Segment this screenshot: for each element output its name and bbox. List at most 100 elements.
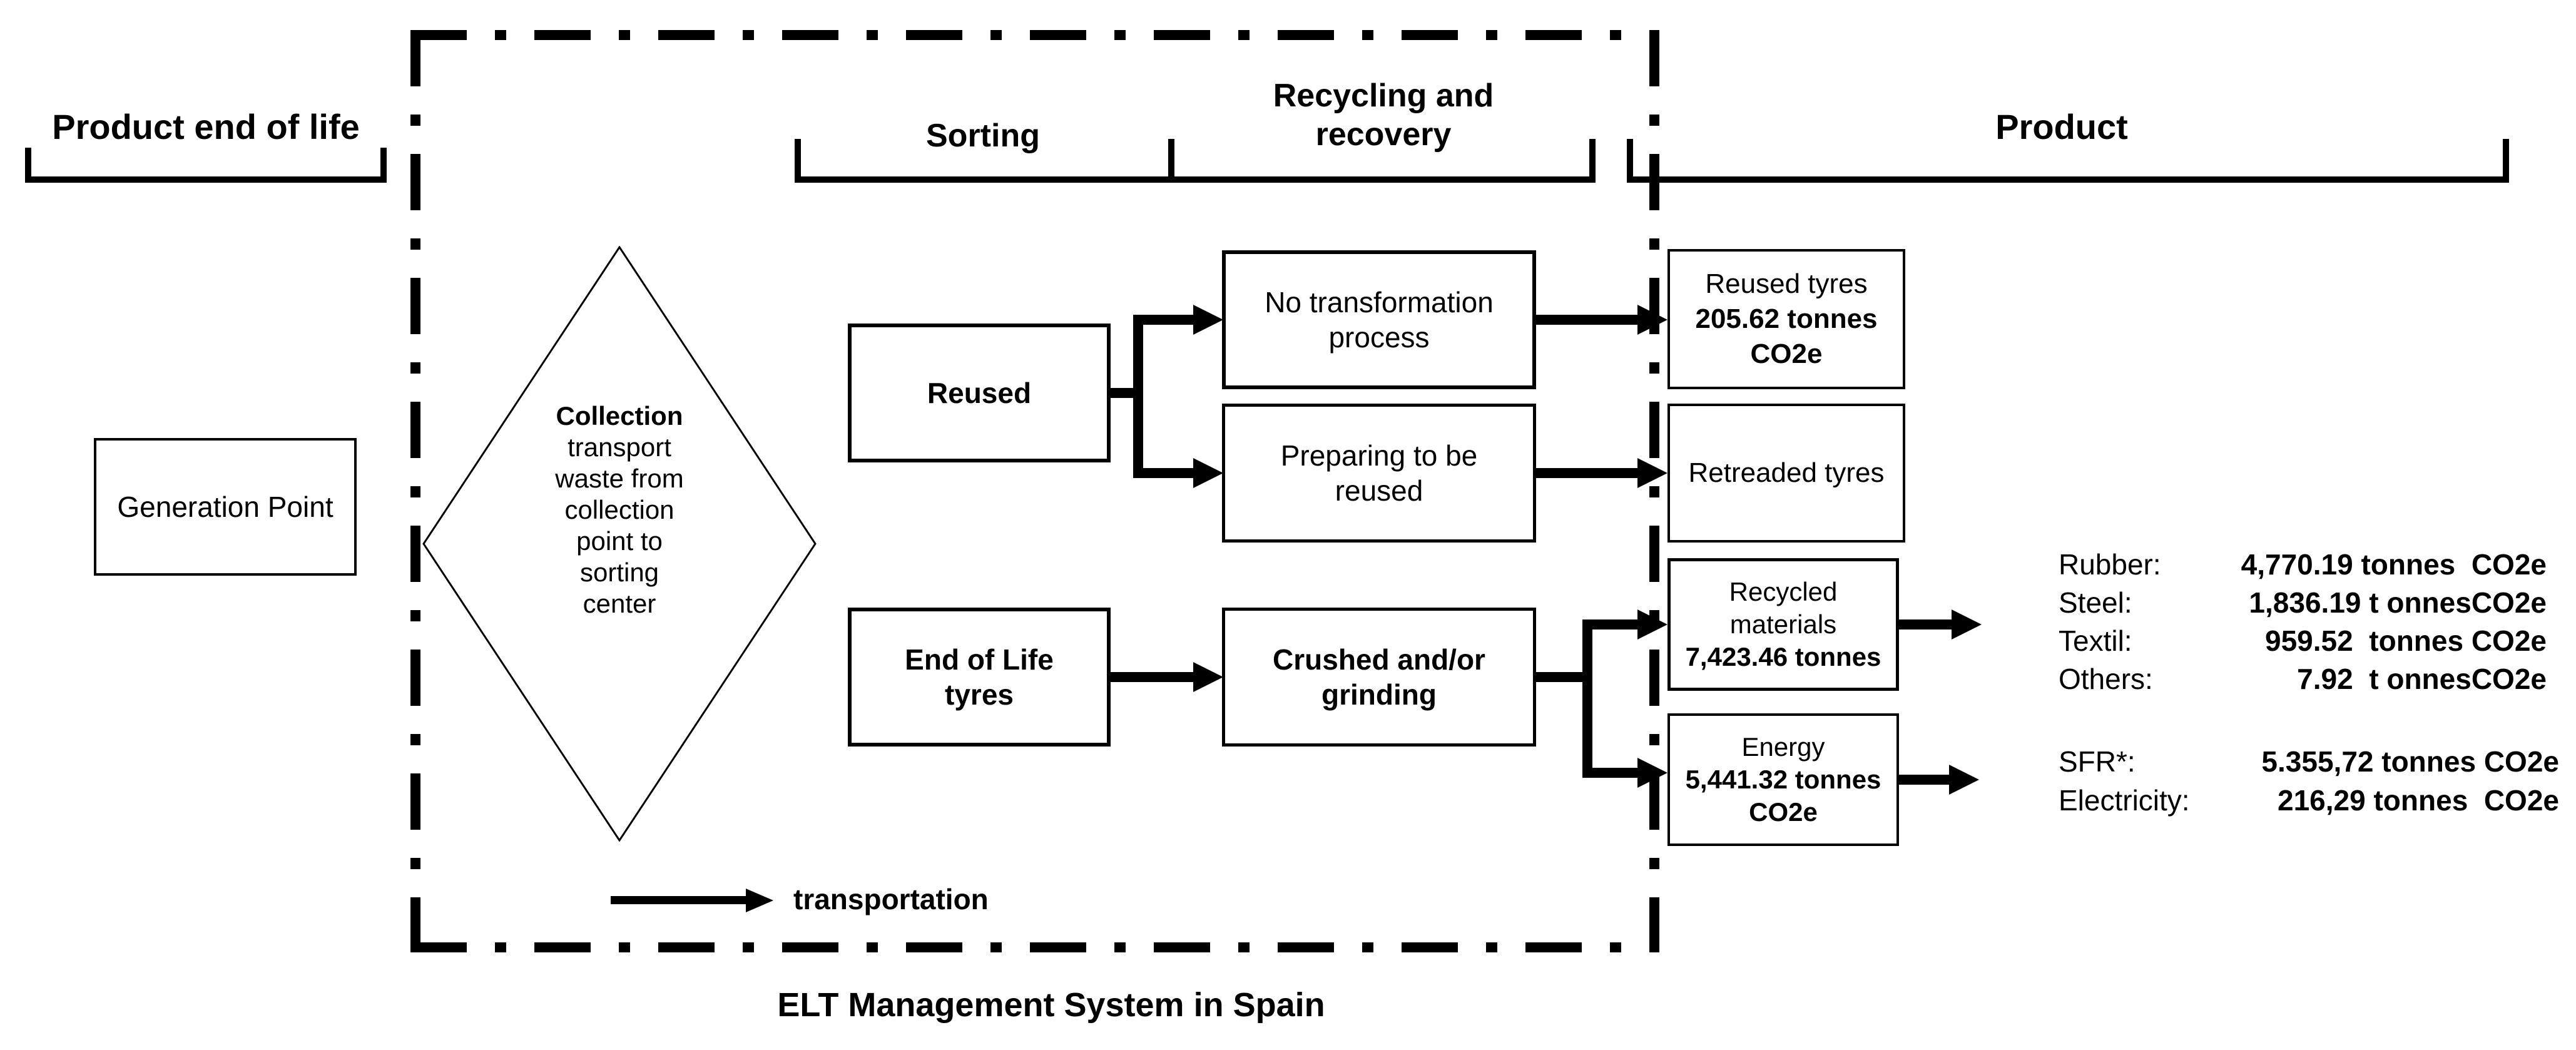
collection-line: waste from (555, 464, 684, 493)
material-label: Others: (2059, 663, 2153, 695)
arrowhead-to-energy (1637, 758, 1667, 788)
arrow-to-no-transformation (1133, 315, 1193, 325)
end-of-life-line1: End of Life (905, 643, 1054, 676)
arrowhead-to-preparing (1193, 458, 1223, 488)
boundary-left (410, 30, 420, 952)
header-sorting: Sorting (926, 118, 1040, 154)
retreaded-tyres-label: Retreaded tyres (1688, 457, 1885, 488)
list-item: SFR*: 5.355,72 tonnes CO2e (2059, 742, 2559, 781)
no-transformation-line1: No transformation (1265, 286, 1494, 319)
end-of-life-tyres-box: End of Life tyres (848, 608, 1111, 747)
crushed-grinding-box: Crushed and/or grinding (1222, 608, 1536, 747)
energy-box: Energy 5,441.32 tonnes CO2e (1667, 713, 1899, 846)
collection-title: Collection (556, 401, 683, 431)
boundary-top (410, 30, 1659, 40)
arrowhead-recycled-to-list (1952, 609, 1982, 640)
arrow-eol-to-crushed (1111, 672, 1193, 682)
collection-diamond-shape (422, 246, 817, 842)
reused-tyres-box: Reused tyres 205.62 tonnes CO2e (1667, 249, 1905, 389)
bracket-tick (1589, 139, 1596, 176)
recycled-materials-box: Recycled materials 7,423.46 tonnes (1667, 558, 1899, 691)
arrowhead-to-recycled (1637, 609, 1667, 640)
legend-transportation-label: transportation (793, 883, 989, 915)
energy-output-value: 5.355,72 tonnes CO2e (2261, 745, 2559, 778)
arrow-energy-to-list (1899, 775, 1949, 785)
bracket-tick (25, 148, 31, 176)
material-label: Rubber: (2059, 548, 2161, 581)
list-item: Steel: 1,836.19 t onnesCO2e (2059, 584, 2547, 622)
arrow-to-recycled (1582, 619, 1639, 629)
material-value: 4,770.19 tonnes CO2e (2241, 548, 2547, 581)
arrow-reused-stub (1111, 388, 1138, 398)
crushed-line2: grinding (1321, 678, 1437, 711)
preparing-to-be-reused-box: Preparing to be reused (1222, 404, 1536, 543)
material-value: 1,836.19 t onnesCO2e (2249, 586, 2547, 619)
arrowhead-to-no-transformation (1193, 305, 1223, 335)
header-recycling-line2: recovery (1315, 116, 1452, 153)
energy-emissions-list: SFR*: 5.355,72 tonnes CO2e Electricity: … (2059, 742, 2559, 820)
energy-output-label: SFR*: (2059, 745, 2136, 778)
collection-line: point to (576, 526, 663, 556)
reused-tyres-value-line1: 205.62 tonnes (1695, 303, 1878, 334)
diagram-caption: ELT Management System in Spain (777, 986, 1325, 1024)
arrow-to-retreaded-tyres (1536, 468, 1637, 478)
retreaded-tyres-box: Retreaded tyres (1667, 404, 1905, 543)
list-item: Rubber: 4,770.19 tonnes CO2e (2059, 546, 2547, 584)
energy-value-line1: 5,441.32 tonnes (1685, 765, 1881, 794)
energy-label: Energy (1741, 732, 1825, 762)
reused-tyres-label: Reused tyres (1705, 268, 1868, 299)
recycled-value: 7,423.46 tonnes (1685, 642, 1881, 671)
material-value: 959.52 tonnes CO2e (2265, 624, 2547, 657)
bracket-divider-tick (1168, 139, 1174, 176)
generation-point-box: Generation Point (94, 438, 357, 576)
header-recycling-recovery: Recycling and recovery (1258, 76, 1509, 154)
no-transformation-line2: process (1328, 321, 1430, 354)
collection-text: Collection transport waste from collecti… (513, 400, 726, 619)
arrowhead-to-retreaded-tyres (1637, 458, 1667, 488)
boundary-bottom (410, 942, 1659, 952)
end-of-life-line2: tyres (945, 678, 1014, 711)
arrow-recycled-to-list (1899, 619, 1952, 629)
preparing-line1: Preparing to be (1280, 439, 1478, 472)
collection-line: center (583, 589, 656, 618)
material-emissions-list: Rubber: 4,770.19 tonnes CO2e Steel: 1,83… (2059, 546, 2547, 698)
collection-line: sorting (579, 558, 659, 587)
preparing-line2: reused (1335, 474, 1423, 507)
material-value: 7.92 t onnesCO2e (2297, 663, 2547, 695)
arrowhead-eol-to-crushed (1193, 662, 1223, 692)
crushed-line1: Crushed and/or (1273, 643, 1485, 676)
energy-output-label: Electricity: (2059, 784, 2190, 817)
legend-arrow-icon (746, 889, 773, 912)
arrow-crushed-stub (1536, 672, 1587, 682)
list-item: Others: 7.92 t onnesCO2e (2059, 660, 2547, 698)
reused-box: Reused (848, 324, 1111, 462)
generation-point-label: Generation Point (117, 491, 333, 523)
reused-tyres-value-line2: CO2e (1750, 339, 1823, 369)
recycled-label-line2: materials (1729, 609, 1837, 639)
arrow-to-energy (1582, 768, 1639, 778)
bracket-tick (1627, 139, 1633, 176)
arrowhead-energy-to-list (1949, 765, 1979, 795)
recycled-label-line1: Recycled (1729, 577, 1838, 606)
no-transformation-box: No transformation process (1222, 250, 1536, 389)
arrow-reused-split-vertical (1133, 315, 1143, 478)
collection-line: collection (564, 495, 675, 524)
energy-value-line2: CO2e (1749, 797, 1818, 827)
arrowhead-to-reused-tyres (1637, 305, 1667, 335)
collection-line: transport (568, 432, 671, 462)
bracket-product-end-of-life (25, 148, 387, 183)
bracket-sorting-recycling (795, 139, 1596, 183)
bracket-tick (2503, 139, 2509, 176)
collection-diamond (422, 246, 817, 842)
list-item: Textil: 959.52 tonnes CO2e (2059, 622, 2547, 660)
bracket-product (1627, 139, 2509, 183)
header-recycling-line1: Recycling and (1273, 78, 1494, 114)
list-item: Electricity: 216,29 tonnes CO2e (2059, 781, 2559, 820)
bracket-tick (380, 148, 387, 176)
reused-label: Reused (927, 377, 1032, 409)
arrow-crushed-split-vertical (1582, 619, 1592, 778)
header-product: Product (1995, 107, 2128, 146)
boundary-right (1649, 30, 1659, 952)
material-label: Textil: (2059, 624, 2132, 657)
